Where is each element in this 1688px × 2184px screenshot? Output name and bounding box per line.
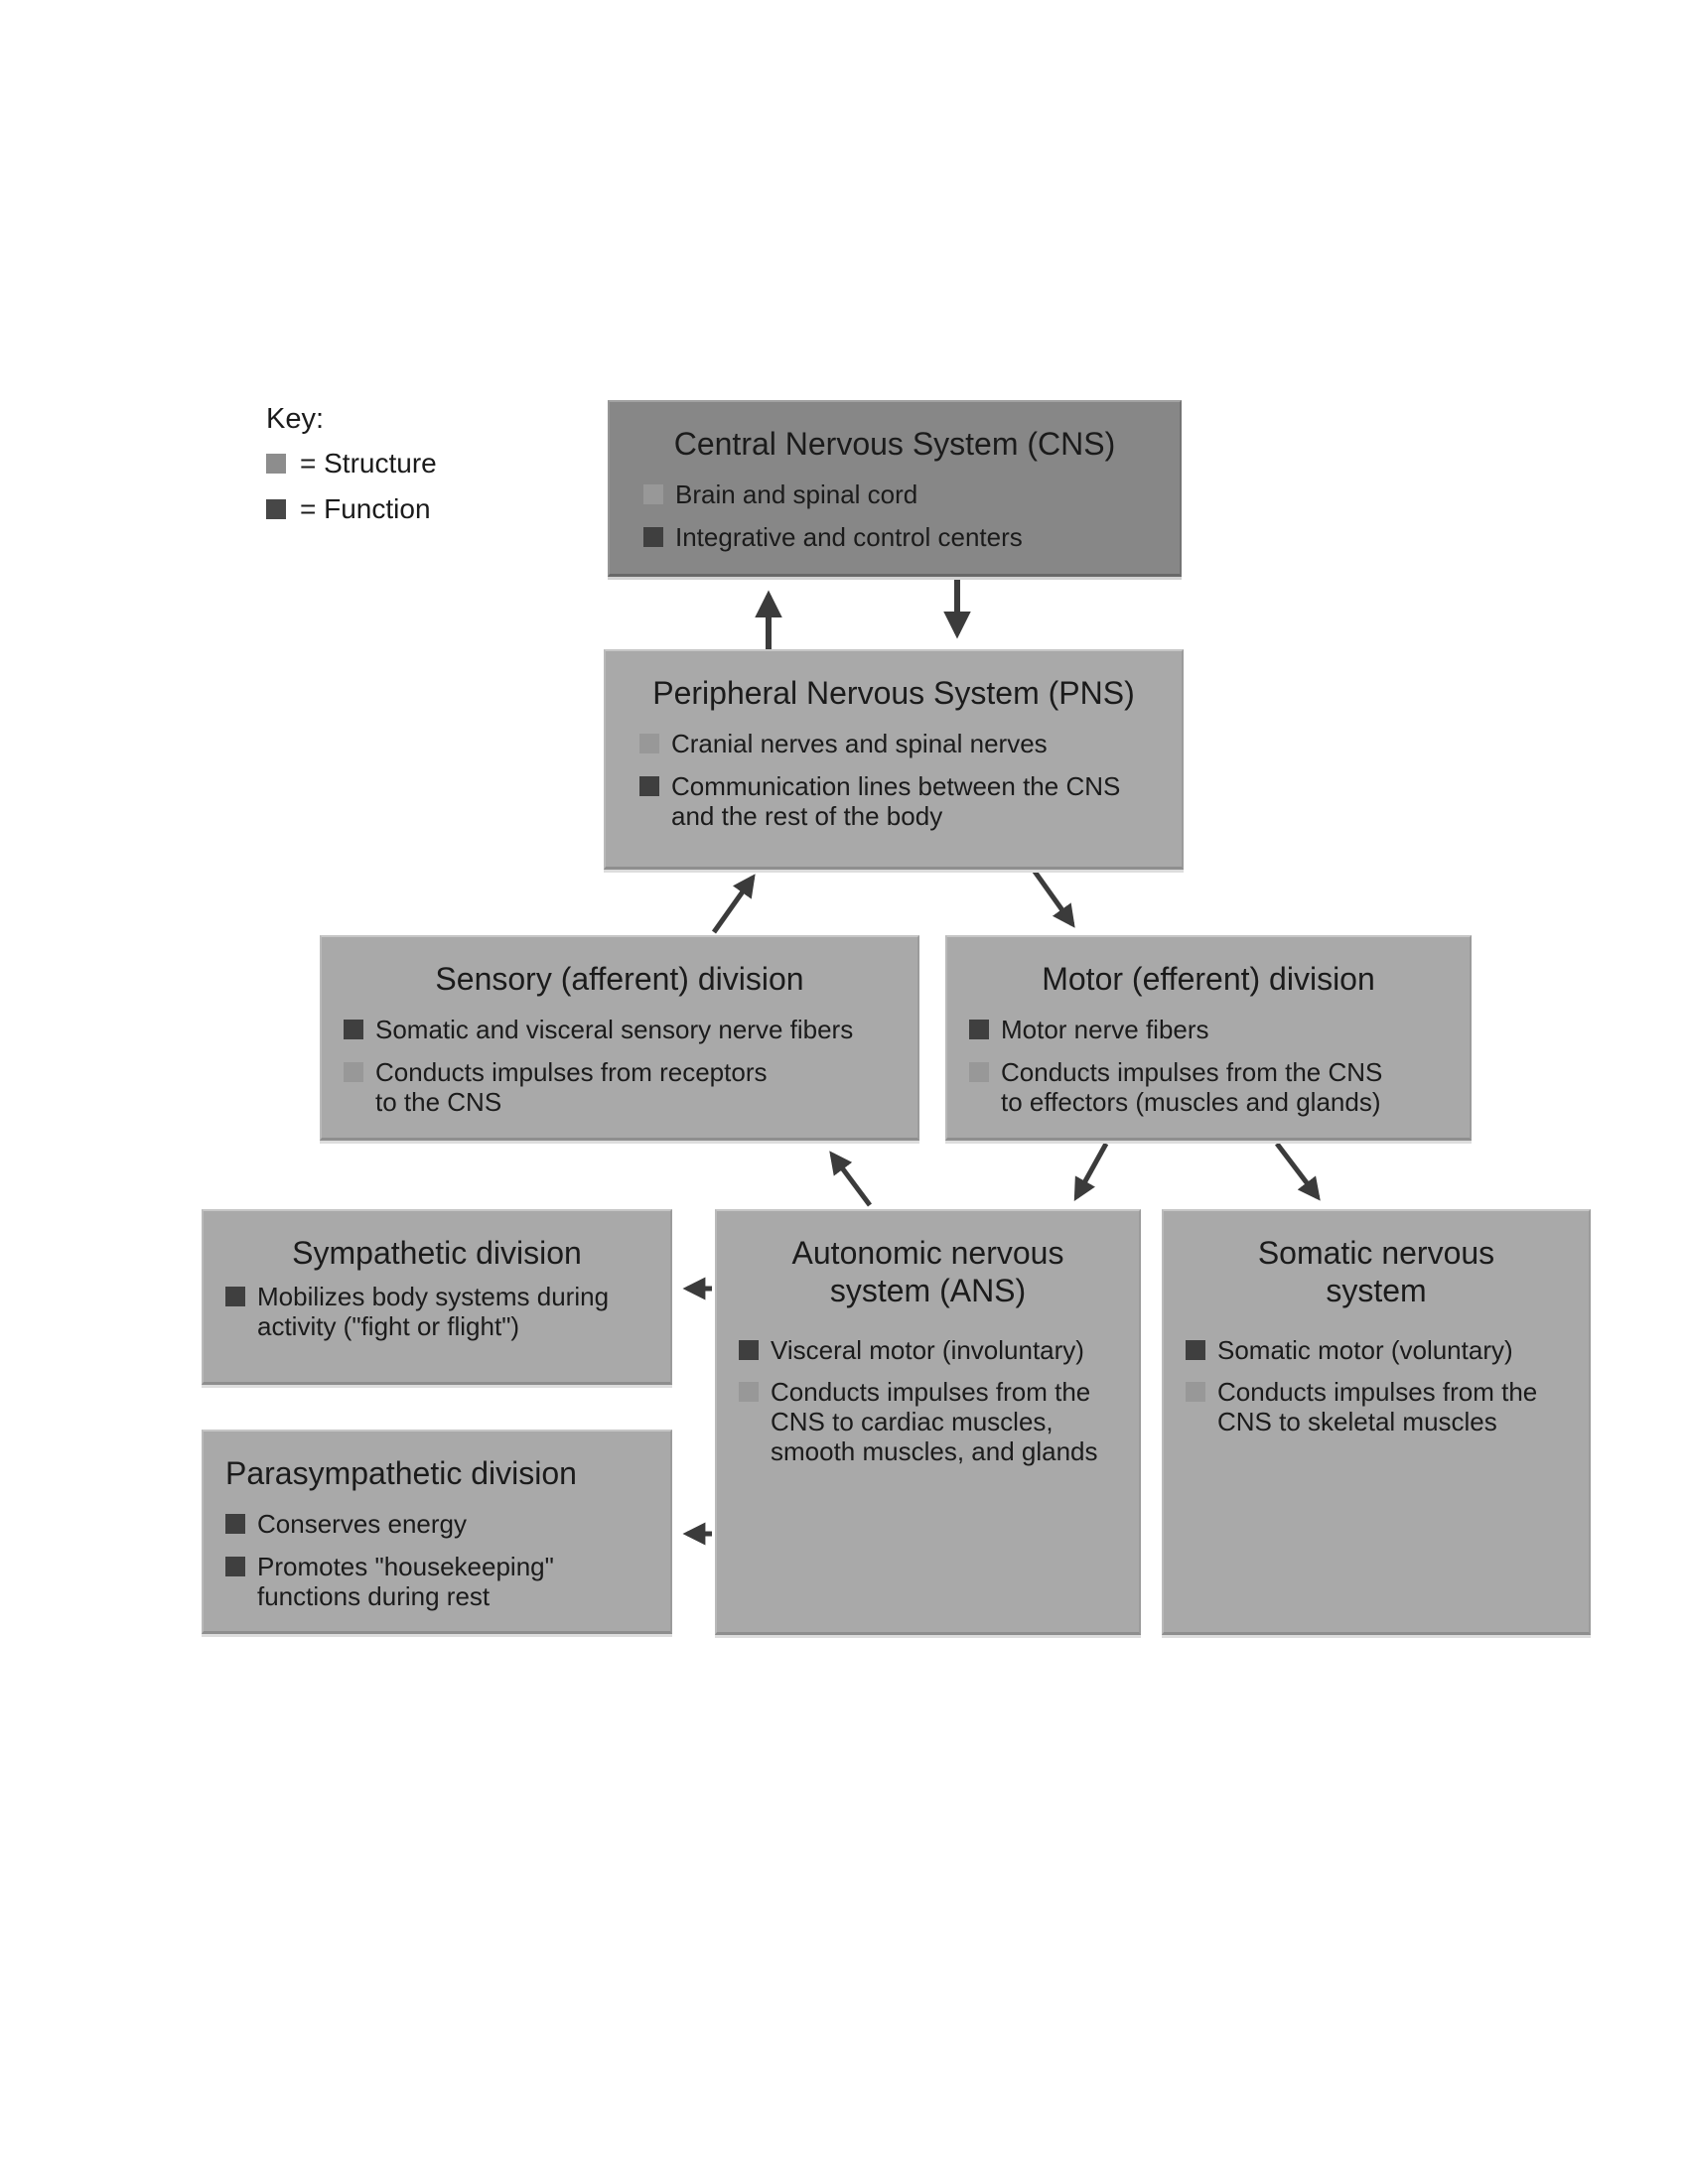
cns-box: Central Nervous System (CNS) Brain and s… — [608, 400, 1182, 577]
function-bullet-icon — [344, 1061, 363, 1082]
ans-structure-item: Visceral motor (involuntary) — [739, 1334, 1133, 1366]
pns-title: Peripheral Nervous System (PNS) — [652, 675, 1135, 711]
arrow-sensory-to-pns — [711, 874, 756, 934]
somatic-title: Somatic nervous system — [1257, 1235, 1495, 1308]
arrow-ans-to-sensory — [829, 1151, 873, 1207]
function-bullet-icon — [1186, 1382, 1205, 1403]
function-bullet-icon — [225, 1513, 245, 1534]
ans-box: Autonomic nervous system (ANS) Visceral … — [715, 1209, 1141, 1635]
ans-function-text: Conducts impulses from the CNS to cardia… — [771, 1377, 1098, 1467]
somatic-structure-item: Somatic motor (voluntary) — [1186, 1334, 1583, 1366]
pns-structure-text: Cranial nerves and spinal nerves — [671, 728, 1048, 758]
parasympathetic-function-text-2: Promotes "housekeeping" functions during… — [257, 1551, 554, 1611]
motor-structure-item: Motor nerve fibers — [969, 1014, 1464, 1045]
parasympathetic-function-text-1: Conserves energy — [257, 1508, 467, 1539]
motor-title: Motor (efferent) division — [1042, 961, 1375, 997]
sensory-division-box: Sensory (afferent) division Somatic and … — [320, 935, 919, 1141]
sympathetic-title: Sympathetic division — [292, 1235, 582, 1271]
key-function-row: = Function — [266, 495, 437, 523]
somatic-function-text: Conducts impulses from the CNS to skelet… — [1217, 1377, 1538, 1437]
structure-bullet-icon — [969, 1019, 989, 1039]
cns-function-text: Integrative and control centers — [675, 521, 1023, 552]
key-legend: Key: = Structure = Function — [266, 405, 437, 541]
structure-bullet-icon — [639, 733, 659, 753]
arrow-motor-to-ans — [1073, 1142, 1109, 1202]
ans-title: Autonomic nervous system (ANS) — [791, 1235, 1064, 1308]
cns-structure-text: Brain and spinal cord — [675, 478, 918, 509]
arrow-pns-to-motor — [1030, 867, 1075, 928]
function-swatch-icon — [266, 499, 286, 519]
structure-bullet-icon — [1186, 1339, 1205, 1360]
parasympathetic-division-box: Parasympathetic division Conserves energ… — [202, 1430, 672, 1634]
function-bullet-icon — [225, 1286, 245, 1306]
function-bullet-icon — [639, 775, 659, 796]
motor-division-box: Motor (efferent) division Motor nerve fi… — [945, 935, 1472, 1141]
somatic-structure-text: Somatic motor (voluntary) — [1217, 1334, 1513, 1365]
somatic-nervous-system-box: Somatic nervous system Somatic motor (vo… — [1162, 1209, 1591, 1635]
pns-function-text: Communication lines between the CNS and … — [671, 770, 1121, 831]
pns-structure-item: Cranial nerves and spinal nerves — [639, 728, 1176, 759]
motor-structure-text: Motor nerve fibers — [1001, 1014, 1209, 1044]
key-structure-label: = Structure — [300, 448, 437, 478]
cns-title: Central Nervous System (CNS) — [673, 426, 1116, 462]
pns-function-item: Communication lines between the CNS and … — [639, 770, 1176, 832]
structure-bullet-icon — [739, 1339, 759, 1360]
function-bullet-icon — [739, 1382, 759, 1403]
ans-structure-text: Visceral motor (involuntary) — [771, 1334, 1084, 1365]
key-structure-row: = Structure — [266, 450, 437, 478]
sensory-title: Sensory (afferent) division — [435, 961, 804, 997]
sympathetic-function-item: Mobilizes body systems during activity (… — [225, 1281, 664, 1342]
motor-function-text: Conducts impulses from the CNS to effect… — [1001, 1056, 1383, 1117]
cns-function-item: Integrative and control centers — [643, 521, 1174, 553]
parasympathetic-function-item-1: Conserves energy — [225, 1508, 664, 1540]
somatic-function-item: Conducts impulses from the CNS to skelet… — [1186, 1377, 1583, 1437]
pns-box: Peripheral Nervous System (PNS) Cranial … — [604, 649, 1184, 870]
sympathetic-function-text: Mobilizes body systems during activity (… — [257, 1281, 610, 1341]
key-function-label: = Function — [300, 493, 431, 524]
structure-bullet-icon — [643, 483, 663, 504]
arrow-motor-to-somatic — [1275, 1142, 1321, 1201]
structure-swatch-icon — [266, 454, 286, 474]
motor-function-item: Conducts impulses from the CNS to effect… — [969, 1056, 1464, 1118]
sensory-structure-text: Somatic and visceral sensory nerve fiber… — [375, 1014, 854, 1044]
ans-function-item: Conducts impulses from the CNS to cardia… — [739, 1377, 1133, 1467]
sensory-structure-item: Somatic and visceral sensory nerve fiber… — [344, 1014, 912, 1045]
parasympathetic-function-item-2: Promotes "housekeeping" functions during… — [225, 1551, 664, 1612]
structure-bullet-icon — [344, 1019, 363, 1039]
sympathetic-division-box: Sympathetic division Mobilizes body syst… — [202, 1209, 672, 1385]
sensory-function-item: Conducts impulses from receptors to the … — [344, 1056, 912, 1118]
function-bullet-icon — [643, 526, 663, 547]
sensory-function-text: Conducts impulses from receptors to the … — [375, 1056, 768, 1117]
cns-structure-item: Brain and spinal cord — [643, 478, 1174, 510]
key-title: Key: — [266, 403, 325, 435]
function-bullet-icon — [969, 1061, 989, 1082]
function-bullet-icon — [225, 1556, 245, 1576]
parasympathetic-title: Parasympathetic division — [225, 1455, 577, 1491]
